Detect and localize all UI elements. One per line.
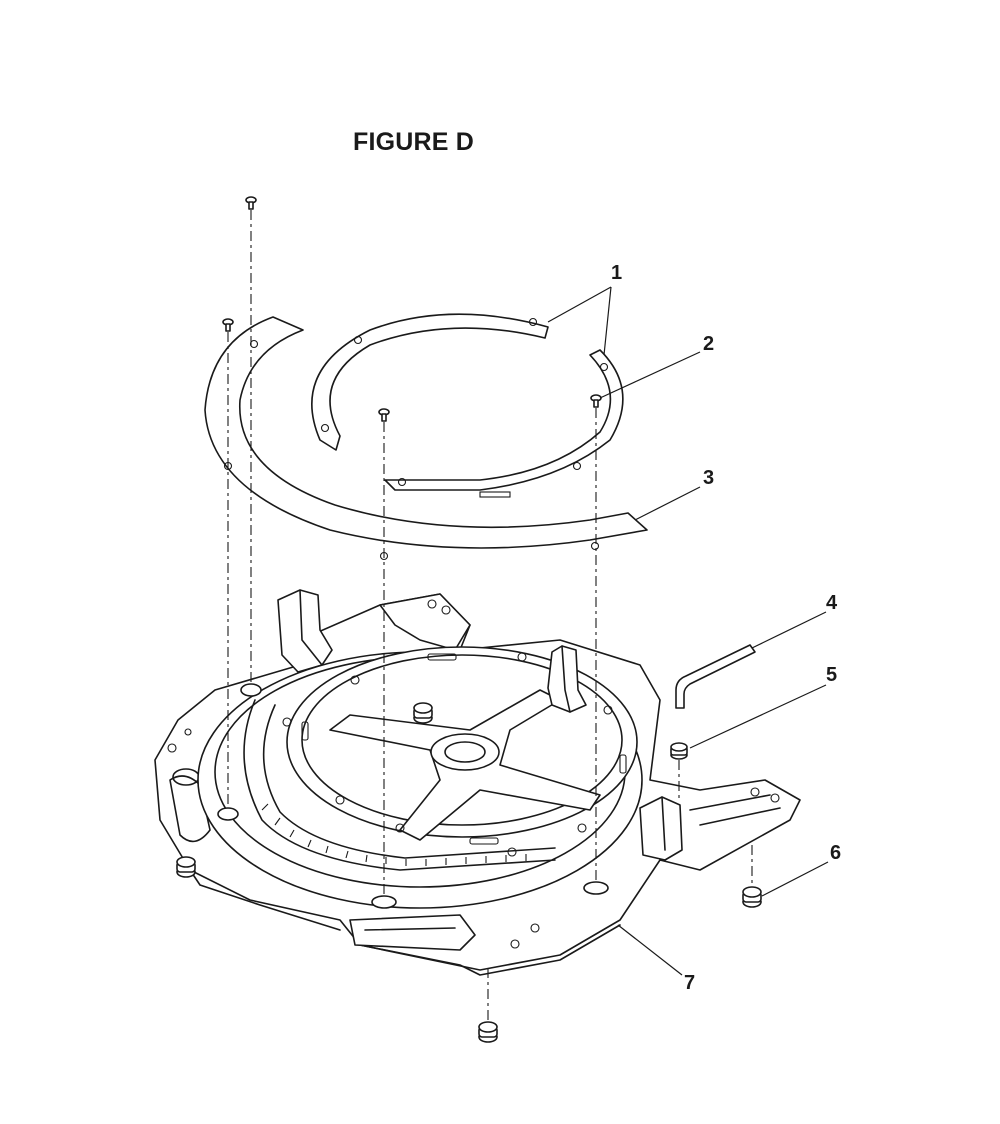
figure-title: FIGURE D [353,128,475,156]
leader-lines [547,286,829,976]
table-insert-ring [204,316,648,561]
screws [222,196,602,422]
screw-a [245,196,257,210]
callout-6: 6 [830,842,841,864]
callout-5: 5 [826,664,837,686]
foot-left [176,856,196,878]
hex-wrench [675,644,756,709]
foot-right [742,886,762,908]
assembly-lines [227,210,753,1022]
rubber-feet [176,702,762,1043]
callout-7: 7 [684,972,695,994]
screw-d [590,394,602,408]
miter-scale-ticks [261,803,527,866]
foot-front [478,1021,498,1043]
callouts: 1 2 3 4 5 6 7 [611,262,841,994]
callout-2: 2 [703,333,714,355]
wrench-holder [670,742,688,760]
callout-1: 1 [611,262,622,284]
foot-inner [413,702,433,724]
screw-b [222,318,234,332]
callout-3: 3 [703,467,714,489]
kerf-plate [311,313,624,498]
turntable [197,645,643,909]
screw-c [378,408,390,422]
base-screw-holes [217,683,609,909]
callout-4: 4 [826,592,838,614]
